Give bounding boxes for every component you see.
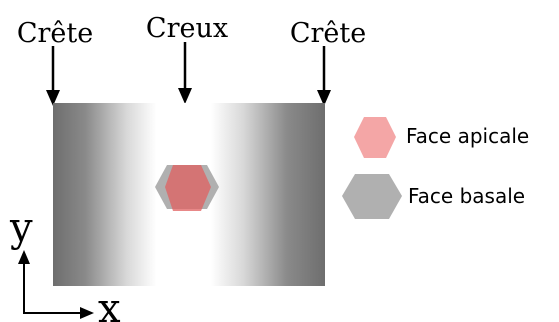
basal-legend-swatch	[342, 174, 402, 219]
right-crest-label: Crête	[290, 18, 366, 49]
basal-legend-label: Face basale	[408, 184, 525, 208]
left-crest-label: Crête	[17, 18, 93, 49]
trough-label: Creux	[146, 13, 228, 44]
left-crest-arrow	[46, 46, 60, 106]
y-axis-arrow	[18, 250, 30, 314]
x-axis-arrow	[23, 307, 94, 319]
apical-legend-swatch	[354, 117, 396, 158]
trough-arrow	[178, 42, 192, 104]
y-axis-label: y	[9, 205, 33, 251]
right-crest-arrow	[317, 46, 331, 106]
cell-apical-face	[165, 165, 211, 211]
x-axis-label: x	[98, 286, 121, 322]
apical-legend-label: Face apicale	[406, 124, 529, 148]
